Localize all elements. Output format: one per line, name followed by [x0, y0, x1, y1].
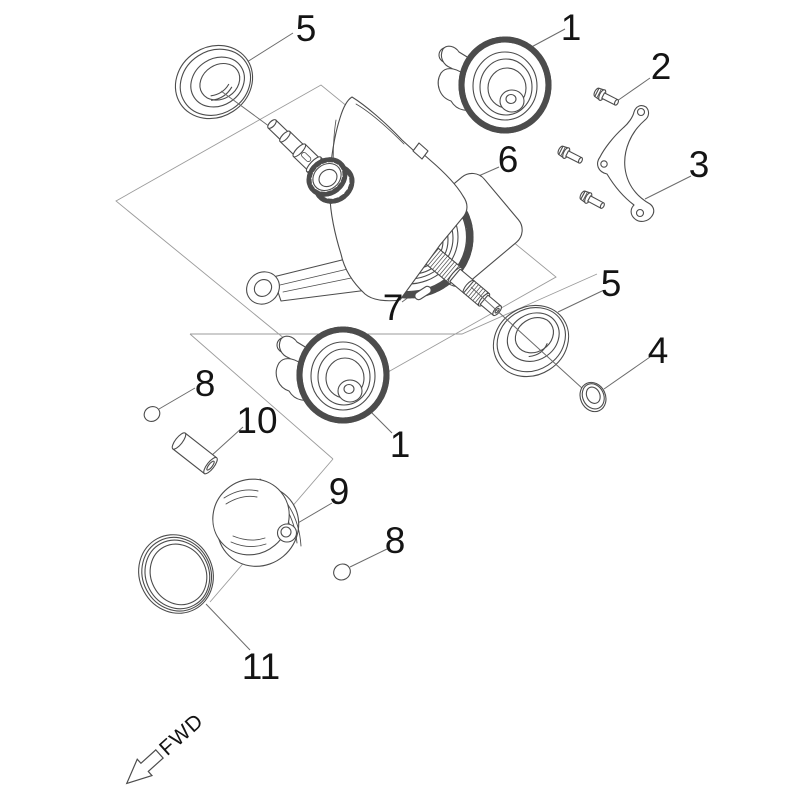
callout-bearing-lower: 5: [601, 263, 622, 304]
callout-piston-pin: 10: [236, 400, 277, 441]
piston-valve-pockets: [223, 489, 267, 547]
balancer-gear-upper: [437, 36, 552, 134]
guard-plate: [597, 105, 655, 222]
callout-crankshaft: 6: [498, 139, 519, 180]
callout-spacer-ring: 4: [648, 330, 669, 371]
callout-labels: 5 1 2 3 6 7 5 4 1 8 10 9 8 11: [195, 7, 710, 687]
callout-guard-plate: 3: [689, 144, 710, 185]
callout-balancer-gear-lower: 1: [390, 424, 411, 465]
crank-sprocket: [306, 157, 355, 204]
callout-bolts: 2: [651, 46, 672, 87]
leader-lines: [158, 28, 692, 651]
circlip-lower: [333, 563, 351, 581]
construction-lines: [115, 84, 598, 603]
piston-ring-set: [138, 534, 214, 614]
bolt: [579, 190, 605, 209]
callout-bearing-upper: 5: [296, 8, 317, 49]
fwd-label: FWD: [155, 709, 208, 760]
callout-circlip-lower: 8: [385, 520, 406, 561]
callout-balancer-gear-upper: 1: [561, 7, 582, 48]
callout-key: 7: [383, 287, 404, 328]
fwd-indicator: FWD: [125, 709, 208, 785]
callout-circlip-upper: 8: [195, 363, 216, 404]
bearing-upper: [174, 44, 254, 120]
callout-piston-ring-set: 11: [242, 646, 280, 687]
key: [414, 285, 432, 301]
fwd-arrow-icon: [125, 749, 164, 785]
bolts: [557, 87, 619, 209]
callout-piston: 9: [329, 471, 350, 512]
circlip-upper: [143, 406, 161, 422]
bolt: [557, 145, 583, 164]
bolt: [593, 87, 619, 106]
balancer-gear-lower: [275, 326, 390, 424]
spacer-ring: [579, 381, 607, 413]
piston-crown: [212, 478, 290, 556]
piston-pin: [171, 432, 218, 475]
crankshaft: [246, 96, 523, 317]
crank-web-notch: [412, 142, 429, 160]
bearing-lower-axis-leader: [470, 286, 584, 390]
piston: [212, 478, 302, 567]
